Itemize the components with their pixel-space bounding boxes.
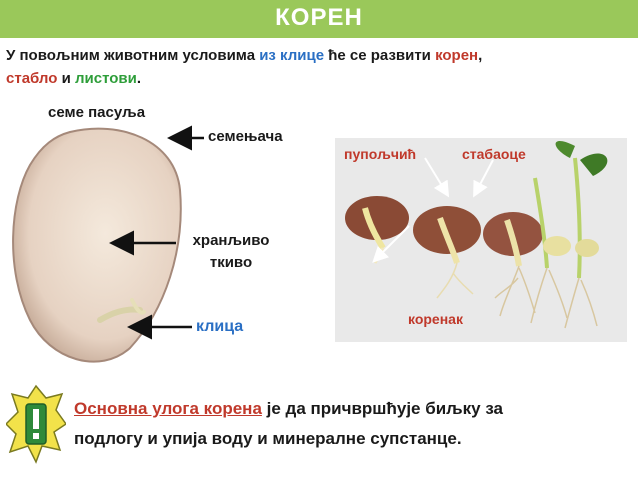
intro-text: У повољним животним условима из клице ће… <box>6 44 626 90</box>
summary-underlined: Основна улога корена <box>74 399 262 418</box>
nutritive-tissue-label: хранљиво ткиво <box>178 230 284 274</box>
intro-stem: стабло <box>6 70 58 87</box>
intro-root: корен <box>435 47 479 64</box>
warning-icon <box>6 384 66 464</box>
embryo-label: клица <box>196 318 244 335</box>
rootlet-label: коренак <box>408 311 463 327</box>
bud-label: пупољчић <box>344 146 417 162</box>
germination-photo <box>335 138 627 342</box>
seed-title: семе пасуља <box>48 104 146 121</box>
nutritive-line1: хранљиво <box>192 232 270 249</box>
summary-line2: подлогу и упија воду и минералне супстан… <box>74 429 462 448</box>
intro-part2: ће се развити <box>324 47 436 64</box>
intro-and: и <box>57 70 75 87</box>
intro-leaves: листови <box>74 70 137 87</box>
title-bar <box>0 0 638 38</box>
seed-coat-label: семењача <box>208 128 283 145</box>
stem-label: стабаоце <box>462 146 526 162</box>
intro-part1: У повољним животним условима <box>6 47 260 64</box>
intro-end: . <box>136 70 142 87</box>
intro-from-embryo: из клице <box>259 47 325 64</box>
nutritive-line2: ткиво <box>209 254 253 271</box>
page-title: КОРЕН <box>275 4 363 31</box>
summary-text: Основна улога корена је да причвршћује б… <box>74 394 614 454</box>
intro-comma: , <box>478 47 483 64</box>
summary-rest-line1: је да причвршћује биљку за <box>261 399 504 418</box>
bean-seed-illustration <box>0 120 200 370</box>
